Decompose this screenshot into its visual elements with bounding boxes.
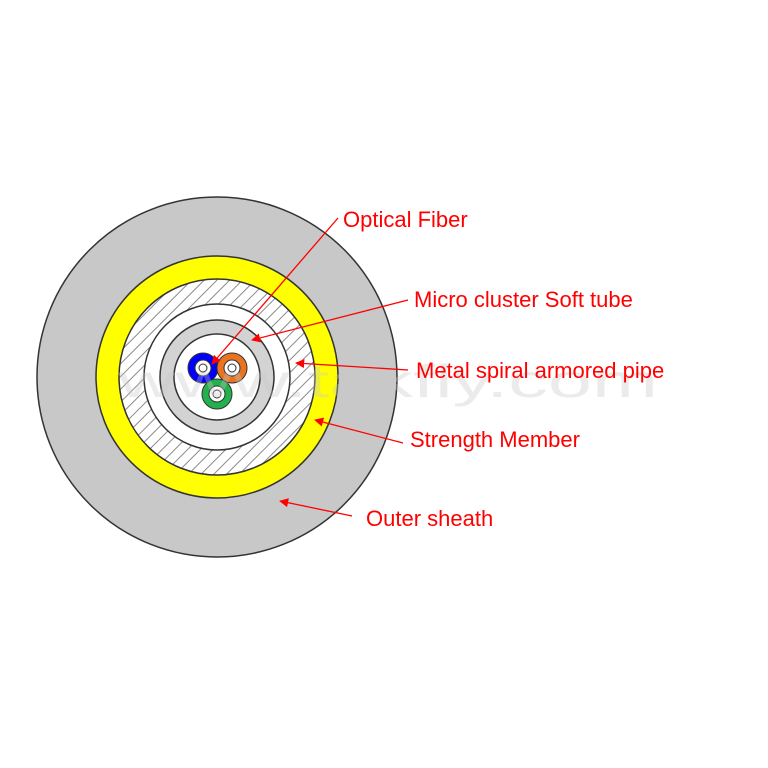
optical-fiber-orange <box>216 352 248 384</box>
armored-pipe-arrow <box>295 358 409 371</box>
label-optical-fiber: Optical Fiber <box>343 207 468 232</box>
outer-sheath-arrow <box>279 498 353 517</box>
label-micro-cluster-soft-tube: Micro cluster Soft tube <box>414 287 633 312</box>
soft-tube-arrow <box>251 299 409 343</box>
watermark-text: www.takfly.com <box>116 355 658 407</box>
label-strength-member: Strength Member <box>410 427 580 452</box>
optical-fiber-green <box>201 378 233 410</box>
label-metal-spiral-armored-pipe: Metal spiral armored pipe <box>416 358 664 383</box>
label-outer-sheath: Outer sheath <box>366 506 493 531</box>
strength-member-arrow <box>314 417 404 444</box>
optical-fiber-arrow <box>211 217 339 365</box>
